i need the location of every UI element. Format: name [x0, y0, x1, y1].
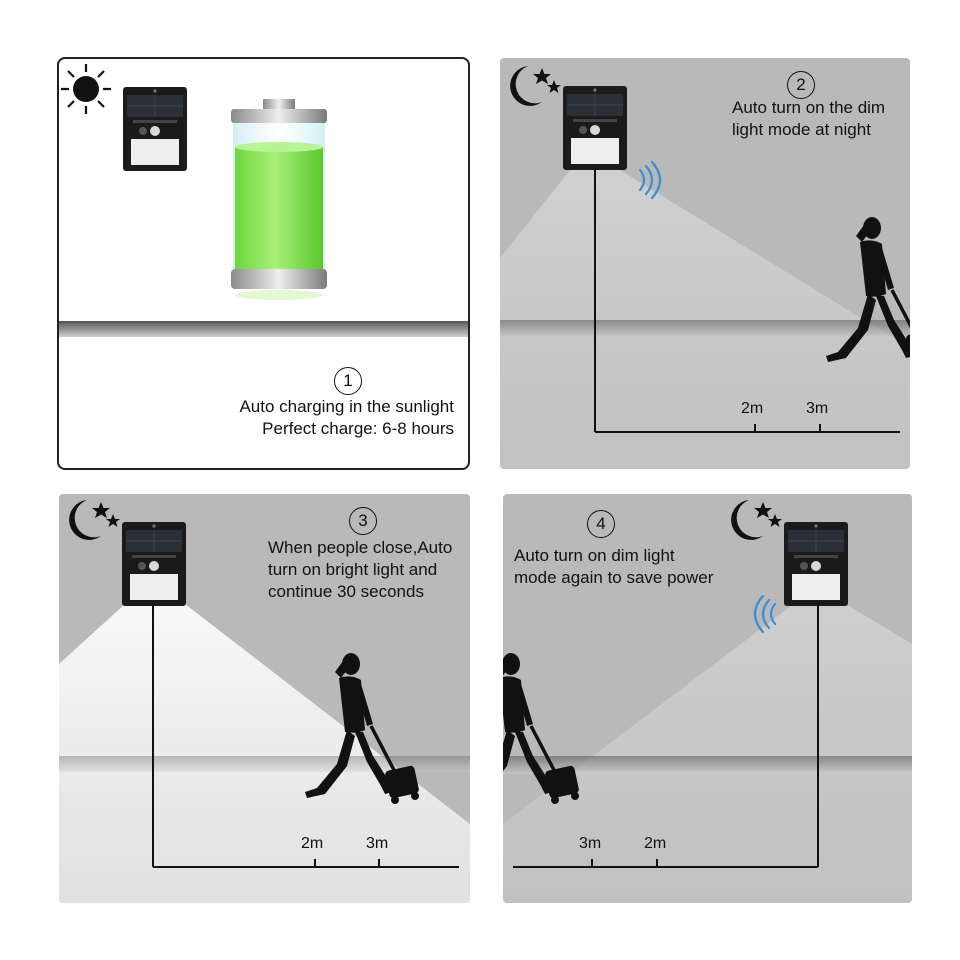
step-2-text: Auto turn on the dim light mode at night — [732, 97, 885, 141]
step-number: 2 — [787, 71, 815, 99]
step-3-line-2: turn on bright light and — [268, 560, 438, 579]
step-2-line-2: light mode at night — [732, 120, 871, 139]
distance-axis — [513, 602, 819, 868]
step-3-panel: 3 When people close,Auto turn on bright … — [59, 494, 470, 903]
floor-line — [500, 320, 910, 338]
step-4-panel: 4 Auto turn on dim light mode again to s… — [503, 494, 912, 903]
distance-label: 3m — [579, 835, 602, 852]
step-number: 1 — [334, 367, 362, 395]
floor-line — [503, 756, 912, 774]
floor-line — [59, 321, 468, 337]
step-number: 3 — [349, 507, 377, 535]
moon-stars-icon — [510, 66, 561, 106]
walking-traveler-icon — [503, 651, 582, 806]
distance-axis — [152, 602, 459, 868]
battery-icon — [231, 99, 327, 300]
step-1-line-1: Auto charging in the sunlight — [239, 397, 454, 416]
step-1-scene — [59, 64, 468, 337]
sun-icon — [61, 64, 111, 114]
solar-lamp-icon — [121, 521, 187, 607]
distance-label: 2m — [644, 835, 667, 852]
moon-stars-icon — [69, 500, 120, 540]
solar-lamp-icon — [562, 85, 628, 171]
step-3-line-1: When people close,Auto — [268, 538, 453, 557]
step-3-scene — [59, 500, 470, 903]
step-3-line-3: continue 30 seconds — [268, 582, 424, 601]
solar-lamp-icon — [783, 521, 849, 607]
distance-label: 3m — [366, 835, 389, 852]
step-4-line-2: mode again to save power — [514, 568, 714, 587]
step-1-text: Auto charging in the sunlight Perfect ch… — [239, 396, 454, 440]
step-2-panel: 2 Auto turn on the dim light mode at nig… — [500, 58, 910, 469]
light-beam — [503, 606, 912, 903]
step-1-line-2: Perfect charge: 6-8 hours — [262, 419, 454, 438]
step-number: 4 — [587, 510, 615, 538]
distance-label: 2m — [301, 835, 324, 852]
step-1-panel: 1 Auto charging in the sunlight Perfect … — [57, 57, 470, 470]
solar-lamp-icon — [122, 86, 188, 172]
step-4-text: Auto turn on dim light mode again to sav… — [514, 545, 713, 589]
light-beam — [59, 604, 470, 903]
distance-axis — [594, 168, 900, 433]
distance-label: 3m — [806, 400, 829, 417]
step-2-line-1: Auto turn on the dim — [732, 98, 886, 117]
moon-stars-icon — [731, 500, 782, 540]
step-3-text: When people close,Auto turn on bright li… — [268, 537, 452, 603]
step-4-scene — [503, 500, 912, 903]
step-2-scene — [500, 66, 910, 469]
distance-label: 2m — [741, 400, 764, 417]
step-4-line-1: Auto turn on dim light — [514, 546, 675, 565]
light-beam — [500, 170, 910, 469]
